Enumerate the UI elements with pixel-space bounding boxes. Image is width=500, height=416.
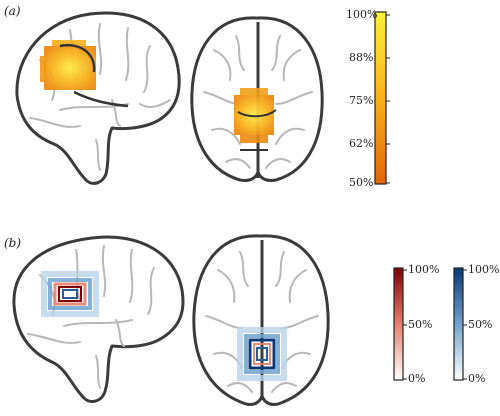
brain-sagittal-b xyxy=(12,235,185,403)
colorbar-a-tick-label: 88% xyxy=(349,51,374,64)
panel-label-b: (b) xyxy=(4,236,22,250)
colorbar-b-blue-tick-label: 100% xyxy=(468,263,500,276)
colorbar-a-tick-label: 50% xyxy=(349,176,374,189)
colorbar-b-red-tick-label: 0% xyxy=(408,372,426,385)
activation-squares-axial-b xyxy=(237,327,287,381)
colorbar-b-blue-tick-label: 50% xyxy=(468,318,493,331)
colorbar-a-tick-label: 100% xyxy=(346,8,378,21)
activation-squares-sagittal-b xyxy=(41,271,99,317)
colorbar-a-gradient xyxy=(374,11,387,185)
brain-sagittal-a xyxy=(15,11,181,185)
colorbar-a-tick-label: 75% xyxy=(349,94,374,107)
brain-sagittal-a-sulci xyxy=(29,23,171,171)
colorbar-b-blue-gradient xyxy=(453,267,464,381)
colorbar-a-ticks xyxy=(386,14,390,184)
colorbar-b-red-tick-label: 100% xyxy=(408,263,440,276)
colorbar-b-red-gradient xyxy=(393,267,404,381)
colorbar-b-blue-tick-label: 0% xyxy=(468,372,486,385)
colorbar-a-tick-label: 62% xyxy=(349,137,374,150)
brain-axial-a-sulci xyxy=(203,35,313,169)
colorbar-b-red-tick-label: 50% xyxy=(408,318,433,331)
panel-label-a: (a) xyxy=(4,4,21,18)
